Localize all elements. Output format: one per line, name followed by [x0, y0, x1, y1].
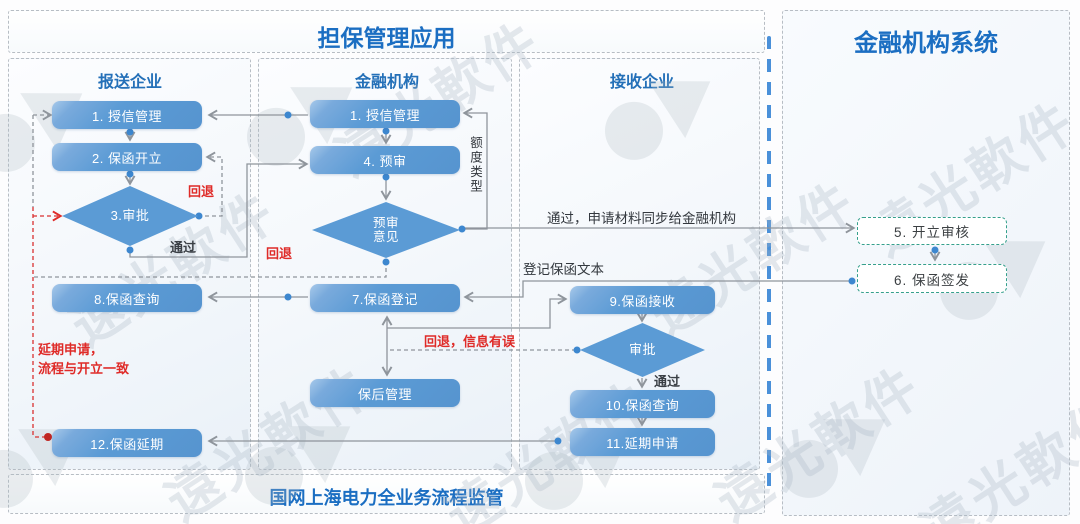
node-guarantee-query-8: 8.保函查询 — [52, 284, 202, 312]
node-guarantee-issue-6: 6. 保函签发 — [857, 264, 1007, 293]
bottom-banner: 国网上海电力全业务流程监管 — [269, 488, 504, 508]
node-post-guarantee-mgmt: 保后管理 — [310, 379, 460, 407]
wire-opinion-quota-to-fincredit — [461, 107, 488, 230]
node-extend-apply-11: 11.延期申请 — [570, 428, 715, 456]
node-fin-credit-mgmt: 1. 授信管理 — [310, 100, 460, 128]
lane-header-finance: 金融机构 — [354, 74, 419, 91]
label-pass-sync-materials: 通过，申请材料同步给金融机构 — [547, 211, 736, 226]
node-guarantee-register-7: 7.保函登记 — [310, 284, 460, 312]
node-open-review-5: 5. 开立审核 — [857, 217, 1007, 245]
bottom-banner-band: 国网上海电力全业务流程监管 — [8, 474, 765, 514]
right-panel-title: 金融机构系统 — [854, 30, 998, 57]
lane-header-receive: 接收企业 — [609, 74, 674, 91]
label-pass-recv: 通过 — [654, 374, 681, 389]
system-boundary-divider — [767, 36, 771, 490]
node-guarantee-receive-9: 9.保函接收 — [570, 286, 715, 314]
label-back-pre-review: 回退 — [266, 246, 293, 261]
node-report-credit-mgmt: 1. 授信管理 — [52, 101, 202, 129]
connector-dots — [126, 111, 939, 445]
panel-financial-system: 金融机构系统 — [782, 10, 1070, 516]
node-guarantee-open: 2. 保函开立 — [52, 143, 202, 171]
node-guarantee-query-10: 10.保函查询 — [570, 390, 715, 418]
label-back-info-error: 回退，信息有误 — [424, 334, 516, 349]
lane-header-report: 报送企业 — [97, 74, 162, 91]
label-quota-type: 额度类型 — [468, 136, 482, 194]
wire-register-to-receive — [387, 293, 568, 329]
wire-approve-pass-to-pre — [129, 158, 309, 258]
node-guarantee-extend-12: 12.保函延期 — [52, 429, 202, 457]
label-pass-approve: 通过 — [170, 240, 197, 255]
wire-opinion-back-rail — [33, 261, 387, 278]
left-panel-title: 担保管理应用 — [317, 25, 456, 51]
label-extension-note: 延期申请， 流程与开立一致 — [38, 342, 130, 376]
left-panel-title-band: 担保管理应用 — [8, 10, 765, 53]
wire-issue-to-register — [463, 280, 852, 303]
red-source-dot — [44, 433, 52, 441]
node-pre-review-4: 4. 预审 — [310, 146, 460, 174]
label-register-text: 登记保函文本 — [523, 262, 604, 277]
label-back-to-open: 回退 — [188, 184, 215, 199]
